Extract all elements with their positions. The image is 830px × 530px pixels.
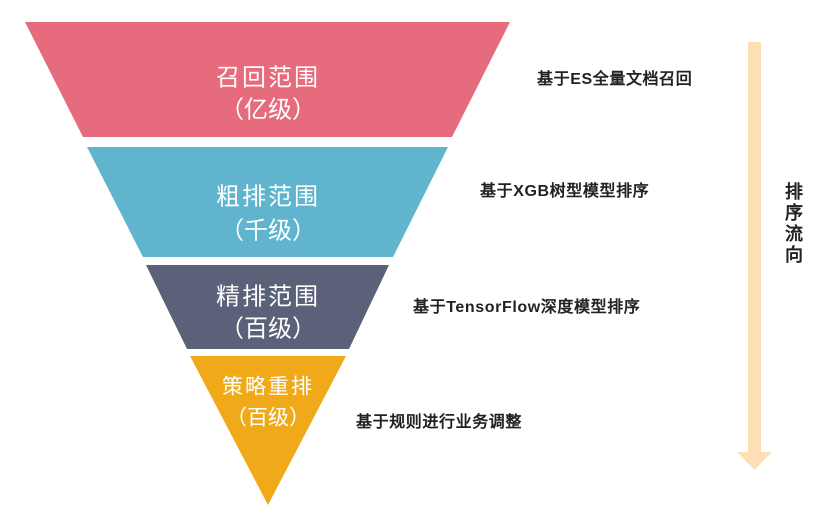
funnel-level-coarse-rank-description: 基于XGB树型模型排序	[480, 183, 650, 200]
funnel-level-recall: 召回范围 （亿级）	[25, 22, 510, 137]
flow-direction-label: 排序流向	[783, 182, 803, 266]
funnel-level-coarse-rank-shape	[87, 147, 448, 257]
funnel-level-coarse-rank: 粗排范围 （千级）	[87, 147, 448, 257]
flow-arrow-head	[737, 452, 772, 470]
funnel-level-recall-title: 召回范围	[216, 65, 320, 92]
funnel-level-rerank-description: 基于规则进行业务调整	[356, 414, 523, 431]
funnel-level-recall-shape	[25, 22, 510, 137]
arrow-down-icon	[737, 42, 772, 470]
funnel-level-rerank-title: 策略重排	[222, 376, 314, 399]
funnel-level-coarse-rank-scale: （千级）	[220, 218, 316, 245]
funnel-level-fine-rank-scale: （百级）	[220, 316, 316, 343]
funnel-level-fine-rank-title: 精排范围	[216, 284, 320, 311]
funnel-level-rerank-shape	[190, 356, 346, 505]
funnel-level-fine-rank-description: 基于TensorFlow深度模型排序	[413, 299, 641, 316]
funnel-level-rerank-scale: （百级）	[226, 407, 310, 430]
funnel-level-fine-rank: 精排范围 （百级）	[146, 265, 389, 349]
funnel-level-coarse-rank-title: 粗排范围	[216, 184, 320, 211]
funnel-level-recall-description: 基于ES全量文档召回	[537, 71, 693, 88]
funnel-level-fine-rank-shape	[146, 265, 389, 349]
funnel-level-rerank: 策略重排 （百级）	[190, 356, 346, 505]
funnel-level-recall-scale: （亿级）	[220, 97, 316, 124]
flow-arrow-shaft	[748, 42, 761, 453]
